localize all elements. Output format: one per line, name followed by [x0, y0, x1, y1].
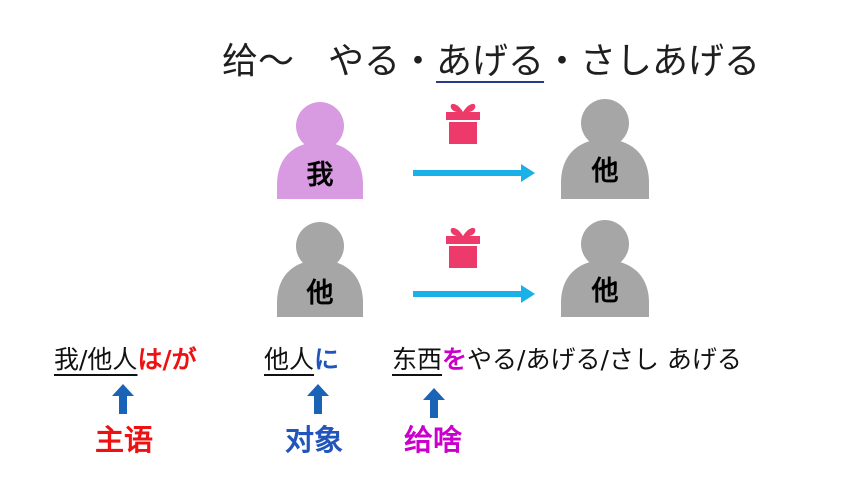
- role-object-label: 给啥: [404, 423, 463, 457]
- title-ageru: あげる: [436, 41, 545, 82]
- receiver-person: 他: [561, 99, 649, 199]
- person-head: [296, 102, 344, 150]
- title-yaru: やる・: [328, 41, 437, 82]
- right-arrow-icon: [413, 285, 535, 303]
- sentence-target: 他人に: [264, 340, 339, 380]
- person-body: [277, 142, 363, 199]
- row-2: 他 他: [277, 220, 649, 317]
- person-head: [581, 99, 629, 147]
- up-arrow-icon: [423, 388, 445, 418]
- sentence-object: 东西をやる/あげる/さし あげる: [392, 340, 742, 380]
- verb-forms: やる/あげる/さし あげる: [467, 345, 742, 374]
- gift-icon: [446, 227, 480, 268]
- up-arrow-icon: [307, 384, 329, 414]
- giving-diagram: 我 他 他 他: [277, 99, 649, 317]
- role-subject-label: 主语: [95, 423, 154, 457]
- receiver-label: 他: [591, 156, 619, 187]
- role-target-label: 对象: [285, 423, 344, 457]
- target-word: 他人: [264, 345, 315, 374]
- title-sashiageru: ・さしあげる: [544, 41, 761, 82]
- right-arrow-icon: [413, 164, 535, 182]
- person-body: [277, 260, 363, 317]
- row-1: 我 他: [277, 99, 649, 199]
- receiver-label: 他: [591, 276, 619, 307]
- up-arrow-icon: [112, 384, 134, 414]
- object-word: 东西: [392, 345, 443, 374]
- giver-label: 他: [306, 278, 334, 309]
- giver-label: 我: [307, 160, 334, 191]
- receiver-person: 他: [561, 220, 649, 317]
- person-head: [296, 222, 344, 270]
- target-particle: に: [314, 345, 340, 374]
- sentence-subject: 我/他人は/が: [54, 340, 197, 380]
- person-body: [561, 260, 649, 317]
- subject-particle: は/が: [137, 345, 197, 374]
- gift-icon: [446, 103, 480, 144]
- subject-word: 我/他人: [54, 345, 138, 374]
- title-give: 给～: [222, 41, 295, 82]
- giver-person-self: 我: [277, 102, 363, 199]
- person-body: [561, 139, 649, 199]
- object-particle: を: [442, 345, 468, 374]
- slide-title: 给～ やる・あげる・さしあげる: [222, 40, 760, 84]
- giver-person-other: 他: [277, 222, 363, 317]
- person-head: [581, 220, 629, 268]
